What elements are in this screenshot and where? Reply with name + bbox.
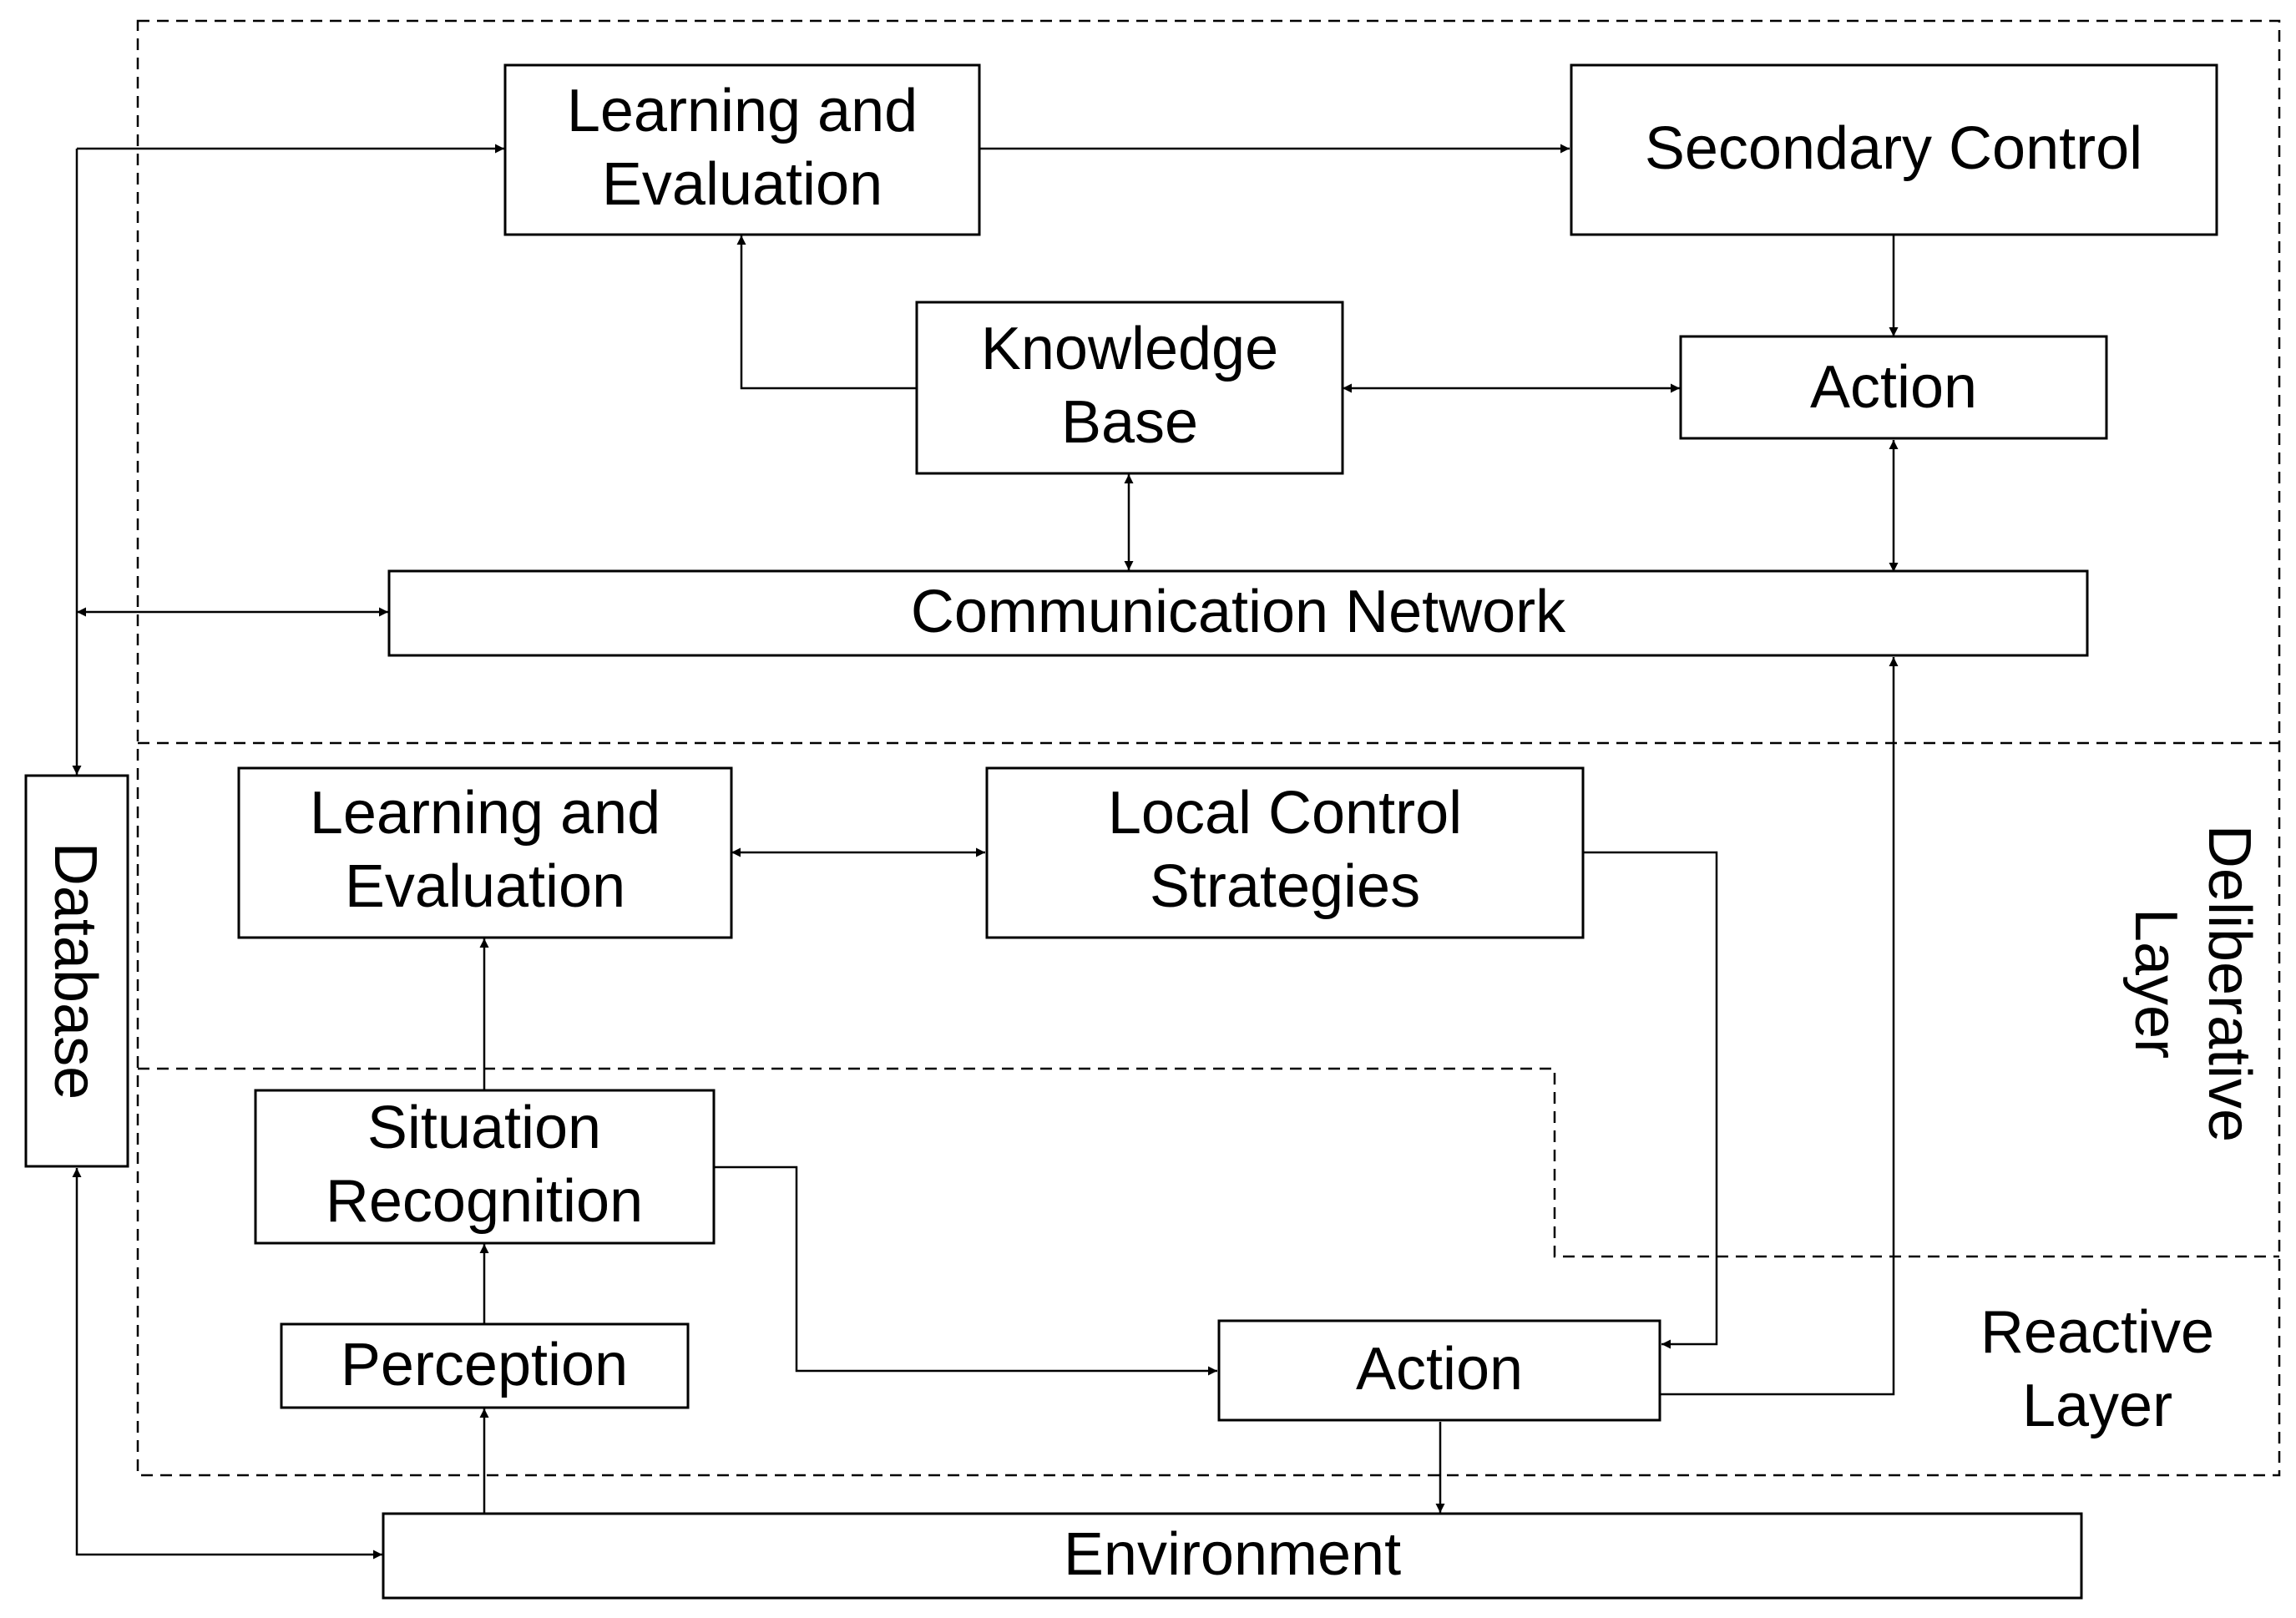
learning-evaluation-middle-line2: Evaluation [345, 853, 625, 920]
link-db-environment [72, 1168, 382, 1560]
deliberative-layer-line1: Deliberative [2196, 825, 2263, 1142]
environment-box [382, 1512, 2083, 1600]
local-control-line2: Strategies [1150, 853, 1420, 920]
action-top-box [1679, 335, 2108, 440]
secondary-control-label: Secondary Control [1645, 115, 2142, 182]
environment-label: Environment [1064, 1521, 1401, 1588]
perception-label: Perception [341, 1332, 628, 1398]
link-situation-to-action [714, 1165, 1217, 1376]
action-bottom-box [1217, 1319, 1661, 1422]
reactive-layer-line1: Reactive [1980, 1299, 2214, 1366]
reactive-region-boundary [138, 1067, 2279, 1258]
local-control-line1: Local Control [1108, 780, 1462, 847]
situation-recognition-line1: Situation [367, 1095, 601, 1161]
knowledge-base-box [915, 301, 1344, 475]
learning-evaluation-top-box [503, 63, 981, 236]
perception-box [280, 1322, 690, 1409]
link-action-to-comm [1660, 657, 1899, 1396]
link-kb-to-learning-top [736, 235, 917, 390]
learning-evaluation-middle-line1: Learning and [310, 780, 660, 847]
link-local-to-action-bottom [1583, 851, 1718, 1349]
communication-network-box [387, 569, 2089, 657]
database-label: Database [42, 842, 109, 1100]
situation-recognition-line2: Recognition [326, 1168, 643, 1235]
database-box [24, 774, 129, 1168]
local-control-strategies-box [985, 766, 1585, 939]
learning-evaluation-top-line1: Learning and [567, 78, 918, 144]
reactive-layer-line2: Layer [2022, 1373, 2172, 1439]
secondary-control-box [1570, 63, 2218, 236]
learning-evaluation-middle-box [237, 766, 733, 939]
knowledge-base-line2: Base [1061, 389, 1198, 456]
deliberative-layer-line2: Layer [2122, 908, 2189, 1059]
deliberative-region-outer [136, 19, 2281, 1477]
situation-recognition-box [254, 1089, 716, 1245]
action-top-label: Action [1810, 354, 1977, 421]
action-bottom-label: Action [1356, 1336, 1523, 1403]
communication-network-label: Communication Network [911, 579, 1566, 645]
knowledge-base-line1: Knowledge [981, 316, 1278, 382]
learning-evaluation-top-line2: Evaluation [602, 151, 882, 218]
